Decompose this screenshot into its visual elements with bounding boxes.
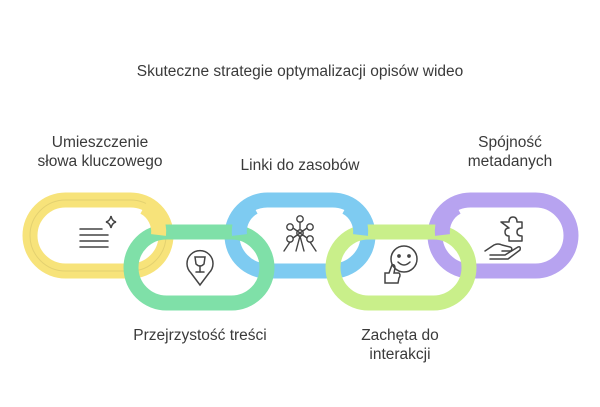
atomium-icon: [283, 215, 317, 252]
wine-glass-pin-icon: [186, 249, 214, 287]
label-metadata-consistency: Spójność metadanych: [440, 133, 580, 171]
label-keyword-placement: Umieszczenie słowa kluczowego: [10, 133, 190, 171]
document-sparkle-icon: [79, 215, 117, 248]
label-line: Przejrzystość treści: [133, 327, 267, 344]
label-resource-links: Linki do zasobów: [215, 156, 385, 175]
label-line: Linki do zasobów: [240, 157, 360, 174]
label-interaction-encouragement: Zachęta do interakcji: [320, 326, 480, 364]
label-line: metadanych: [467, 153, 553, 170]
label-line: Zachęta do: [361, 327, 439, 344]
hand-puzzle-icon: [484, 216, 523, 260]
label-line: Spójność: [478, 134, 542, 151]
smile-thumbs-up-icon: [384, 245, 418, 284]
chain-link-interaction-encouragement: [325, 224, 477, 311]
diagram-title: Skuteczne strategie optymalizacji opisów…: [136, 63, 464, 80]
label-content-clarity: Przejrzystość treści: [100, 326, 300, 345]
chain-link-content-clarity: [123, 224, 275, 311]
label-line: słowa kluczowego: [37, 153, 163, 170]
label-line: interakcji: [369, 346, 431, 363]
label-line: Umieszczenie: [51, 134, 149, 151]
